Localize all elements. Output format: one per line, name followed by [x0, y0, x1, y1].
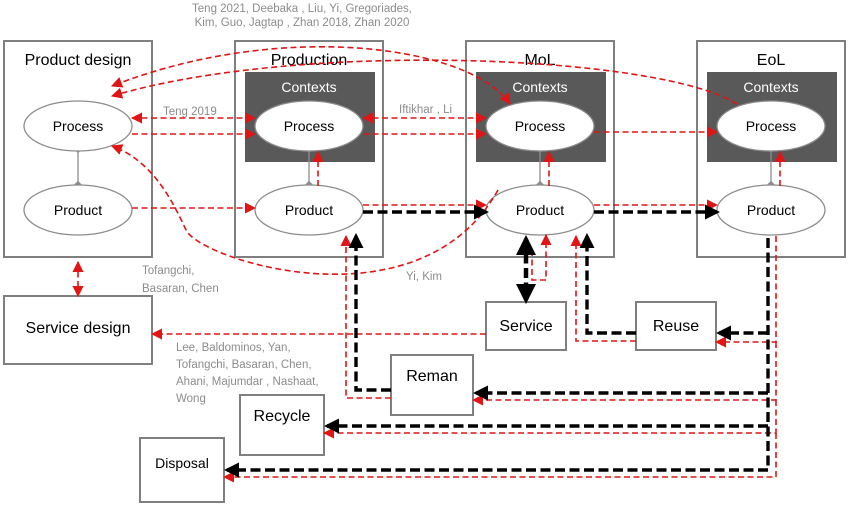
service-design-box: Service design [3, 295, 153, 365]
flow-eol-to-disposal-red [222, 433, 777, 483]
flow-mol-product-to-design-process [110, 144, 499, 275]
black-flows [223, 204, 770, 478]
process-node-production: Process [254, 100, 364, 152]
svg-text:Disposal: Disposal [155, 455, 209, 471]
disposal-box: Disposal [139, 437, 225, 503]
svg-text:Process: Process [284, 118, 335, 134]
service-box: Service [485, 301, 567, 351]
product-node-eol: Product [716, 184, 826, 236]
flow-black-reuse-to-mol [579, 232, 636, 335]
citation-top: Teng 2021, Deebaka , Liu, Yi, Gregoriade… [192, 3, 412, 29]
flow-mol-to-design-top [110, 45, 511, 105]
flow-eol-to-design-top [110, 59, 738, 105]
svg-text:Tofangchi, Basaran, Chen,: Tofangchi, Basaran, Chen, [176, 359, 312, 371]
svg-text:Recycle: Recycle [254, 408, 311, 425]
svg-text:Process: Process [746, 118, 797, 134]
flow-reman-to-production-red [340, 234, 391, 399]
svg-text:Teng 2021, Deebaka , Liu, Yi,: Teng 2021, Deebaka , Liu, Yi, Gregoriade… [192, 3, 412, 15]
svg-text:Reman: Reman [406, 368, 458, 385]
svg-text:Product: Product [54, 202, 102, 218]
contexts-label-mol: Contexts [512, 79, 567, 95]
contexts-label-eol: Contexts [743, 79, 798, 95]
process-node-eol: Process [716, 100, 826, 152]
flow-reuse-to-mol-red [570, 234, 636, 342]
svg-text:Process: Process [515, 118, 566, 134]
citation-teng-2019: Teng 2019 [163, 106, 217, 118]
process-product-connectors [72, 142, 777, 192]
svg-text:Ahani, Majumdar , Nashaat,: Ahani, Majumdar , Nashaat, [176, 376, 319, 388]
svg-text:Tofangchi,: Tofangchi, [142, 265, 194, 277]
flow-black-reman-to-production [348, 232, 391, 392]
reuse-box: Reuse [635, 301, 717, 351]
column-title-production: Production [271, 52, 348, 69]
svg-text:Kim, Guo, Jagtap , Zhan 2018,: Kim, Guo, Jagtap , Zhan 2018, Zhan 2020 [195, 17, 410, 29]
svg-text:Basaran, Chen: Basaran, Chen [142, 283, 219, 295]
citation-iftikhar-li: Iftikhar , Li [399, 104, 452, 116]
citation-tofangchi: Tofangchi, Basaran, Chen [142, 265, 219, 295]
process-node-mol: Process [485, 100, 595, 152]
citation-lee: Lee, Baldominos, Yan, Tofangchi, Basaran… [176, 342, 319, 405]
column-title-mol: MoL [524, 52, 555, 69]
svg-text:Service: Service [499, 318, 552, 335]
svg-text:Process: Process [53, 118, 104, 134]
column-title-eol: EoL [757, 52, 786, 69]
svg-text:Wong: Wong [176, 393, 206, 405]
product-node-mol: Product [485, 184, 595, 236]
process-node-product-design: Process [23, 100, 133, 152]
reman-box: Reman [390, 354, 474, 416]
svg-text:Lee, Baldominos, Yan,: Lee, Baldominos, Yan, [176, 342, 291, 354]
svg-text:Service design: Service design [26, 320, 131, 337]
contexts-label-production: Contexts [281, 79, 336, 95]
svg-text:Product: Product [747, 202, 795, 218]
red-flows [72, 45, 786, 483]
svg-text:Product: Product [285, 202, 333, 218]
recycle-box: Recycle [239, 394, 325, 456]
svg-text:Product: Product [516, 202, 564, 218]
citation-yi-kim: Yi, Kim [406, 271, 442, 283]
product-node-product-design: Product [23, 184, 133, 236]
svg-text:Reuse: Reuse [653, 318, 699, 335]
column-title-product-design: Product design [25, 52, 132, 69]
product-node-production: Product [254, 184, 364, 236]
